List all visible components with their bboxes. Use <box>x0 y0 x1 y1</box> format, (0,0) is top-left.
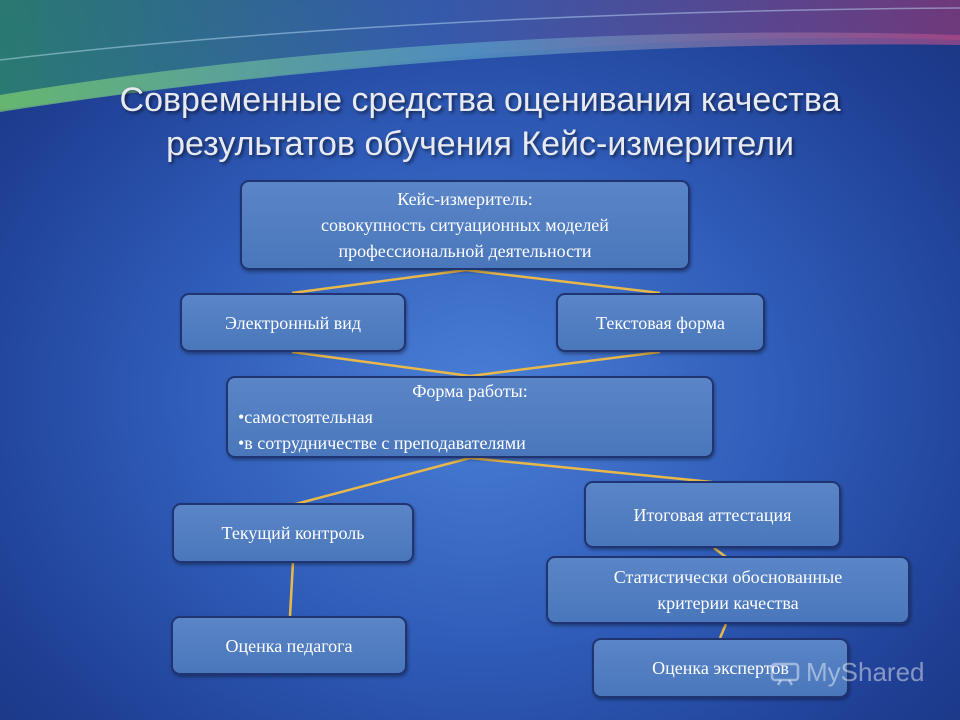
node-current-control-label: Текущий контроль <box>221 523 365 543</box>
watermark-text: MyShared <box>806 657 925 687</box>
node-final-attestation-label: Итоговая аттестация <box>633 504 792 525</box>
node-work-form: Форма работы: •самостоятельная •в сотруд… <box>226 376 714 458</box>
node-case-definition-line-3: профессиональной деятельности <box>338 241 592 261</box>
connector-current-teacher <box>288 561 295 617</box>
title-line-1: Современные средства оценивания качества <box>119 81 841 119</box>
node-case-definition-line-1: Кейс-измеритель: <box>397 189 533 209</box>
node-case-definition-line-2: совокупность ситуационных моделей <box>321 215 609 235</box>
node-textual-label: Текстовая форма <box>596 312 725 333</box>
slide-title: Современные средства оценивания качества… <box>0 78 960 166</box>
node-expert-assessment-label: Оценка экспертов <box>652 658 789 678</box>
myshared-logo-icon <box>770 662 800 686</box>
connector-final-statistical <box>713 547 727 558</box>
node-statistical-criteria: Статистически обоснованные критерии каче… <box>546 556 910 624</box>
connector-statistical-expert <box>718 623 728 639</box>
node-statistical-criteria-line-1: Статистически обоснованные <box>613 567 843 587</box>
node-final-attestation: Итоговая аттестация <box>584 481 841 548</box>
title-line-2: результатов обучения Кейс-измерители <box>166 125 794 163</box>
connector-workform-final <box>469 456 713 484</box>
connector-electronic-workform <box>291 350 471 378</box>
connector-definition-electronic <box>291 268 467 295</box>
watermark: MyShared <box>770 657 925 688</box>
connector-definition-textual <box>465 268 661 295</box>
node-teacher-assessment-label: Оценка педагога <box>225 635 353 656</box>
node-case-definition: Кейс-измеритель: совокупность ситуационн… <box>240 180 690 270</box>
connector-textual-workform <box>469 350 661 378</box>
node-teacher-assessment: Оценка педагога <box>171 616 407 675</box>
node-expert-assessment: Оценка экспертов <box>592 638 849 698</box>
node-statistical-criteria-line-2: критерии качества <box>657 593 799 613</box>
node-work-form-item-2: •в сотрудничестве с преподавателями <box>238 433 526 453</box>
header-swoosh <box>0 0 960 112</box>
node-work-form-head: Форма работы: <box>412 381 528 401</box>
node-current-control: Текущий контроль <box>172 503 414 563</box>
node-electronic-label: Электронный вид <box>225 312 361 333</box>
connector-workform-current <box>291 456 471 507</box>
node-electronic: Электронный вид <box>180 293 406 352</box>
node-textual: Текстовая форма <box>556 293 765 352</box>
node-work-form-item-1: •самостоятельная <box>238 407 373 427</box>
